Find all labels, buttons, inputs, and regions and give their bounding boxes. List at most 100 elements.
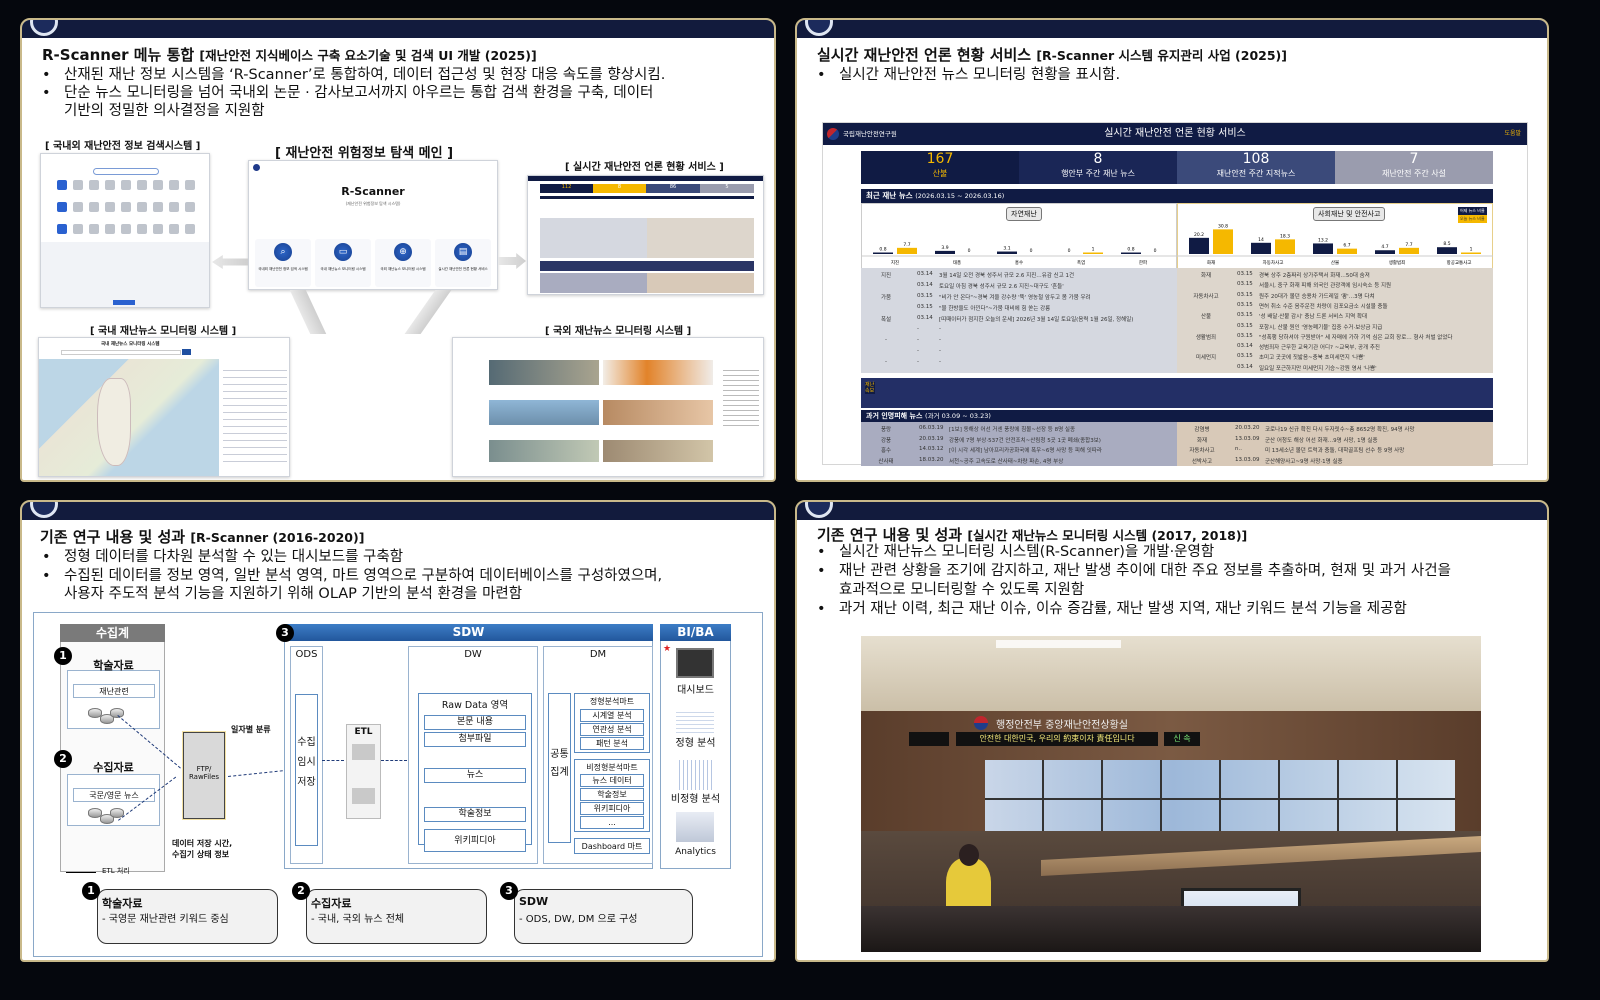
category-icon[interactable]	[169, 224, 179, 234]
news-title[interactable]: 성범죄자 근무한 교육기관 어디? ~교육부, 공개 추진	[1259, 345, 1380, 352]
menu-card[interactable]: ▤실시간 재난안전 언론 현황 서비스	[435, 239, 491, 287]
news-title[interactable]: 3월 14일 오전 경북 성주서 규모 2.6 지진…유감 신고 1건	[939, 273, 1075, 279]
news-title[interactable]: -	[939, 359, 941, 365]
news-title[interactable]: 코로나19 신규 확진 다시 두자릿수~총 8652명 확진, 94명 사망	[1265, 427, 1415, 433]
news-title[interactable]: -	[939, 337, 941, 343]
category-icon[interactable]	[153, 224, 163, 234]
category-icon[interactable]	[57, 224, 67, 234]
news-title[interactable]: 서울시, 중구 화재 피해 외국인 관광객에 임시숙소 등 지원	[1259, 283, 1392, 290]
category-icon[interactable]	[121, 224, 131, 234]
natural-disaster-tab[interactable]: 자연재난	[1006, 207, 1042, 221]
news-title[interactable]: -	[939, 326, 941, 332]
category-icon[interactable]	[73, 224, 83, 234]
news-title[interactable]: 면허 취소 수준 음주운전 차량이 김포요금소 시설물 충돌	[1259, 303, 1388, 310]
news-title[interactable]: [띠때이터가 점지한 오늘의 운세] 2026년 3월 14일 토요일(음력 1…	[939, 317, 1134, 323]
news-row[interactable]: --	[861, 348, 1177, 359]
news-date: 13.03.09	[1235, 456, 1260, 463]
news-row[interactable]: ---	[861, 359, 1177, 370]
category-icon[interactable]	[153, 180, 163, 190]
news-title[interactable]: 경북 상주 2층짜리 상가주택서 화재…50대 숨져	[1259, 273, 1370, 279]
category-icon[interactable]	[105, 224, 115, 234]
slide-title: 기존 연구 내용 및 성과 [실시간 재난뉴스 모니터링 시스템 (2017, …	[817, 526, 1248, 544]
mart-item: 시계열 분석	[580, 709, 644, 722]
news-title[interactable]: "비가 안 온다"~경북 겨울 강수량 '뚝' 영농철 앞두고 봄 가뭄 우려	[939, 295, 1091, 301]
category-icon[interactable]	[105, 202, 115, 212]
category-icon[interactable]	[89, 202, 99, 212]
category-icon[interactable]	[169, 180, 179, 190]
news-title[interactable]: 일요일 포근하지만 미세먼지 기승~강원 영서 '나쁨'	[1259, 365, 1377, 372]
news-title[interactable]: '성 배달·산불 감시' 충남 드론 서비스 지역 확대	[1259, 314, 1368, 321]
category-icon[interactable]	[153, 202, 163, 212]
news-title[interactable]: 토요일 아침 경북 성주서 규모 2.6 지진~대구도 '흔들'	[939, 284, 1064, 290]
news-row[interactable]: 03.15"물 한방울도 아낀다"~가뭄 대비에 힘 쏟는 강릉	[861, 304, 1177, 315]
menu-card[interactable]: ⌕국내외 재난안전 정보 검색 시스템	[255, 239, 311, 287]
news-title[interactable]: 미 13세소년 몰던 트럭과 충돌, 대학골프팀 선수 등 9명 사망	[1265, 448, 1405, 454]
news-title[interactable]: 군산해양사고~9명 사망·1명 실종	[1265, 458, 1343, 465]
news-title[interactable]: "성폭행 당하셔야 구원받아" 세 자매에 가하 기억 심은 교회 장로… 형사…	[1259, 334, 1453, 341]
category-icon[interactable]	[185, 202, 195, 212]
news-title[interactable]: -	[939, 348, 941, 354]
menu-card[interactable]: ▭국내 재난뉴스 모니터링 시스템	[315, 239, 371, 287]
category-icon[interactable]	[73, 180, 83, 190]
category-icon[interactable]	[57, 180, 67, 190]
social-disaster-tab[interactable]: 사회재난 및 안전사고	[1313, 207, 1386, 221]
news-title[interactable]: 초미고 곳곳에 짓밟음~충북 초미세먼지 '나쁨'	[1259, 355, 1365, 362]
category-icon[interactable]	[137, 224, 147, 234]
news-title[interactable]: [이 시각 세계] 남아프리카공화국에 폭우~6명 사망 등 피해 잇따라	[949, 448, 1102, 454]
news-row[interactable]: ---	[861, 337, 1177, 348]
news-title[interactable]: 원주 20대가 몰던 승용차 가드레일 '쾅'…3명 다쳐	[1259, 293, 1375, 300]
category-icon[interactable]	[89, 180, 99, 190]
news-title[interactable]: 강풍에 7명 부상·537건 안전조치~산림청 5곳 1곳 폐쇄(종합3보)	[949, 437, 1101, 444]
help-link[interactable]: 도움말	[1504, 130, 1521, 137]
dw-item: 뉴스	[424, 768, 526, 783]
news-title[interactable]: [1보] 동해상 어선 거센 풍랑에 침몰~선장 등 8명 실종	[949, 427, 1076, 433]
category-icon[interactable]	[185, 180, 195, 190]
news-row[interactable]: --	[861, 326, 1177, 337]
news-title[interactable]: 군산 어청도 해상 어선 화재…9명 사망, 1명 실종	[1265, 437, 1378, 444]
bullet: 산재된 재난 정보 시스템을 ‘R-Scanner’로 통합하여, 데이터 접근…	[42, 66, 665, 84]
category-icon[interactable]	[137, 202, 147, 212]
category-icon[interactable]	[121, 180, 131, 190]
news-title[interactable]: 서천~공주 고속도로 산사태~차량 파손, 4명 부상	[949, 458, 1064, 465]
category-icon[interactable]	[89, 224, 99, 234]
category-icon[interactable]	[169, 202, 179, 212]
category-icon[interactable]	[121, 202, 131, 212]
category-icon[interactable]	[57, 202, 67, 212]
news-title[interactable]: "물 한방울도 아낀다"~가뭄 대비에 힘 쏟는 강릉	[939, 306, 1051, 312]
news-title[interactable]: 포항시, 산불 원인 '영농폐기물' 집중 수거·보상금 지급	[1259, 324, 1383, 331]
note-academic: 학술자료- 국영문 재난관련 키워드 중심	[97, 889, 278, 944]
menu-card[interactable]: ⊕국외 재난뉴스 모니터링 시스템	[375, 239, 431, 287]
category-icon[interactable]	[73, 202, 83, 212]
category-icon[interactable]	[185, 224, 195, 234]
ftp-note: 데이터 저장 시간, 수집기 상태 정보	[172, 839, 233, 859]
category-icon[interactable]	[105, 180, 115, 190]
category-icon[interactable]	[137, 180, 147, 190]
